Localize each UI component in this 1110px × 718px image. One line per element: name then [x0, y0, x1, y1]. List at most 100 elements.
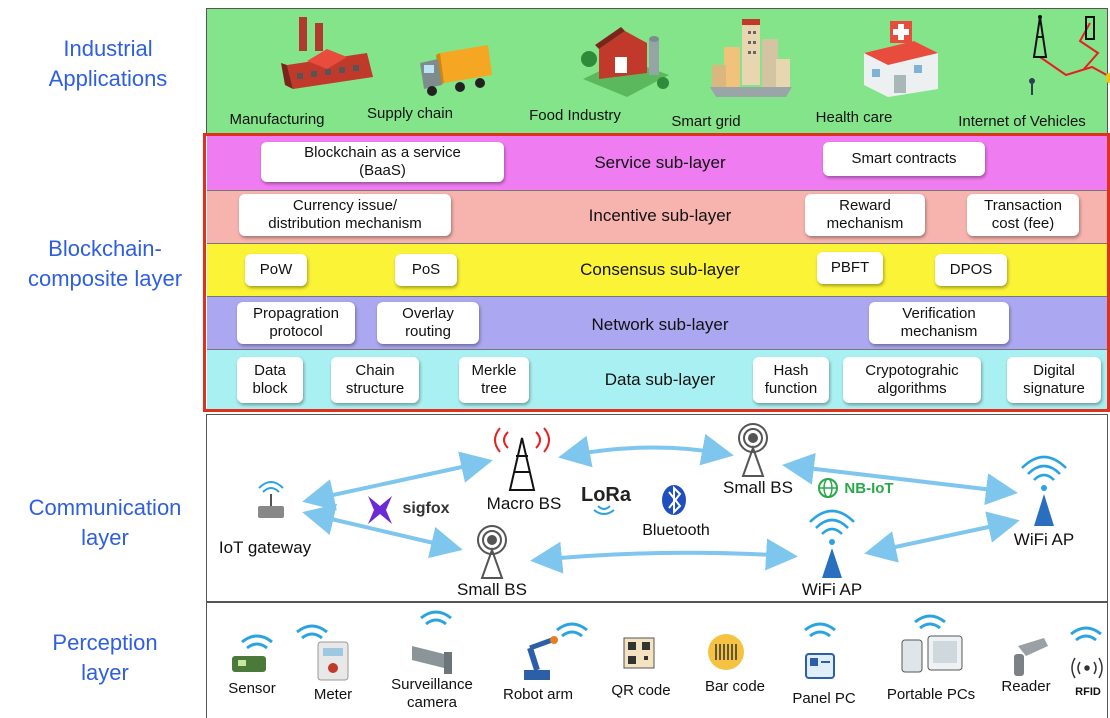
pow-label: PoW [259, 261, 293, 279]
pow-box: PoW [245, 254, 307, 286]
small-bs-tower-icon-bottom [477, 525, 507, 579]
app-food-industry: Food Industry [525, 9, 669, 131]
propagation-line1: Propagration [253, 305, 339, 323]
meter-icon [317, 641, 349, 681]
hash-function-line1: Hash [773, 362, 809, 380]
reward-line2: mechanism [826, 215, 904, 232]
industrial-applications-band: Manufacturing Supply chain Food Industry [206, 8, 1110, 134]
hash-function-line2: function [764, 380, 818, 397]
sigfox-label: sigfox [402, 500, 450, 517]
perception-label-camera: Surveillance camera [391, 676, 473, 712]
pos-box: PoS [395, 254, 457, 286]
link-smallbs-wifi-right [782, 452, 1018, 506]
bluetooth-label: Bluetooth [642, 522, 710, 539]
wifi-signal-icon-robot [556, 622, 588, 638]
cryptographic-line1: Crypotograhic [865, 362, 959, 380]
perception-label-qr-code: QR code [611, 682, 671, 699]
data-sublayer-title: Data sub-layer [604, 370, 716, 389]
perception-label-panel-pc: Panel PC [792, 690, 856, 707]
iot-gateway-label: IoT gateway [218, 538, 312, 557]
app-manufacturing: Manufacturing [227, 15, 373, 131]
small-bs-top-label: Small BS [723, 478, 793, 497]
app-label-supply-chain: Supply chain [367, 105, 453, 122]
lora-label: LoRa [581, 484, 631, 506]
link-smallbs-wifi-bottom [530, 538, 798, 574]
merkle-tree-line1: Merkle [471, 362, 517, 380]
blockchain-label-line1: Blockchain- [48, 236, 162, 261]
baas-box: Blockchain as a service(BaaS) [261, 142, 504, 182]
robot-arm-icon [524, 636, 558, 680]
portable-pc-icon [901, 635, 963, 673]
incentive-sublayer: Incentive sub-layer Currency issue/distr… [207, 191, 1107, 244]
overlay-line2: routing [405, 323, 451, 340]
industrial-label-line1: Industrial [63, 36, 153, 61]
wifi-ap-icon-right [1021, 455, 1067, 526]
digital-signature-line2: signature [1023, 380, 1085, 397]
consensus-sublayer-title: Consensus sub-layer [580, 260, 740, 279]
propagation-line2: protocol [269, 323, 323, 340]
macro-tower-icon [494, 427, 550, 491]
chain-structure-line1: Chain [355, 362, 395, 380]
small-bs-tower-icon-top [738, 423, 768, 477]
industrial-label-line2: Applications [48, 65, 168, 91]
smart-contracts-box: Smart contracts [823, 142, 985, 176]
data-block-line1: Data [254, 362, 286, 380]
hospital-icon [864, 21, 938, 97]
perception-label-line1: Perception [52, 630, 158, 655]
city-buildings-icon [710, 19, 792, 97]
pbft-box: PBFT [817, 252, 883, 284]
panel-pc-icon [805, 653, 835, 679]
qr-code-icon [623, 637, 655, 669]
perception-label-bar-code: Bar code [704, 678, 766, 695]
verification-line2: mechanism [900, 323, 978, 340]
perception-label-meter: Meter [313, 686, 353, 703]
blockchain-layer-label: Blockchain- composite layer [6, 234, 204, 293]
app-label-food-industry: Food Industry [529, 107, 621, 124]
communication-label-line2: layer [81, 524, 129, 550]
macro-bs-label: Macro BS [486, 494, 562, 513]
service-sublayer: Service sub-layer Blockchain as a servic… [207, 136, 1107, 191]
link-macro-smallbs [558, 433, 734, 468]
consensus-sublayer: Consensus sub-layer PoW PoS PBFT DPOS [207, 244, 1107, 297]
overlay-line1: Overlay [402, 305, 454, 323]
communication-label-line1: Communication [28, 495, 182, 520]
pos-label: PoS [411, 261, 441, 279]
pbft-label: PBFT [830, 259, 870, 277]
barcode-icon [708, 634, 744, 670]
transaction-line2: cost (fee) [991, 215, 1055, 232]
verification-line1: Verification [902, 305, 976, 323]
app-label-manufacturing: Manufacturing [229, 111, 325, 128]
app-health-care: Health care [809, 13, 938, 133]
camera-label-line2: camera [406, 694, 458, 711]
baas-line2: (BaaS) [359, 162, 406, 179]
baas-line1: Blockchain as a service [304, 144, 461, 162]
data-block-line2: block [252, 380, 288, 397]
small-bs-bottom-label: Small BS [457, 580, 527, 599]
digital-signature-line1: Digital [1033, 362, 1075, 380]
dpos-box: DPOS [935, 254, 1007, 286]
app-label-smart-grid: Smart grid [671, 113, 741, 130]
industrial-applications-label: Industrial Applications [18, 34, 198, 93]
wifi-signal-icon-camera [420, 610, 452, 626]
factory-icon [281, 17, 373, 89]
reader-icon [1014, 638, 1048, 676]
wifi-signal-icon-sensor [241, 634, 273, 650]
incentive-sublayer-title: Incentive sub-layer [588, 206, 732, 225]
wifi-signal-icon-meter [296, 624, 328, 640]
perception-label-reader: Reader [1001, 678, 1051, 695]
bluetooth-icon [662, 485, 686, 515]
dpos-label: DPOS [949, 261, 993, 279]
link-gateway-smallbs [302, 503, 463, 559]
